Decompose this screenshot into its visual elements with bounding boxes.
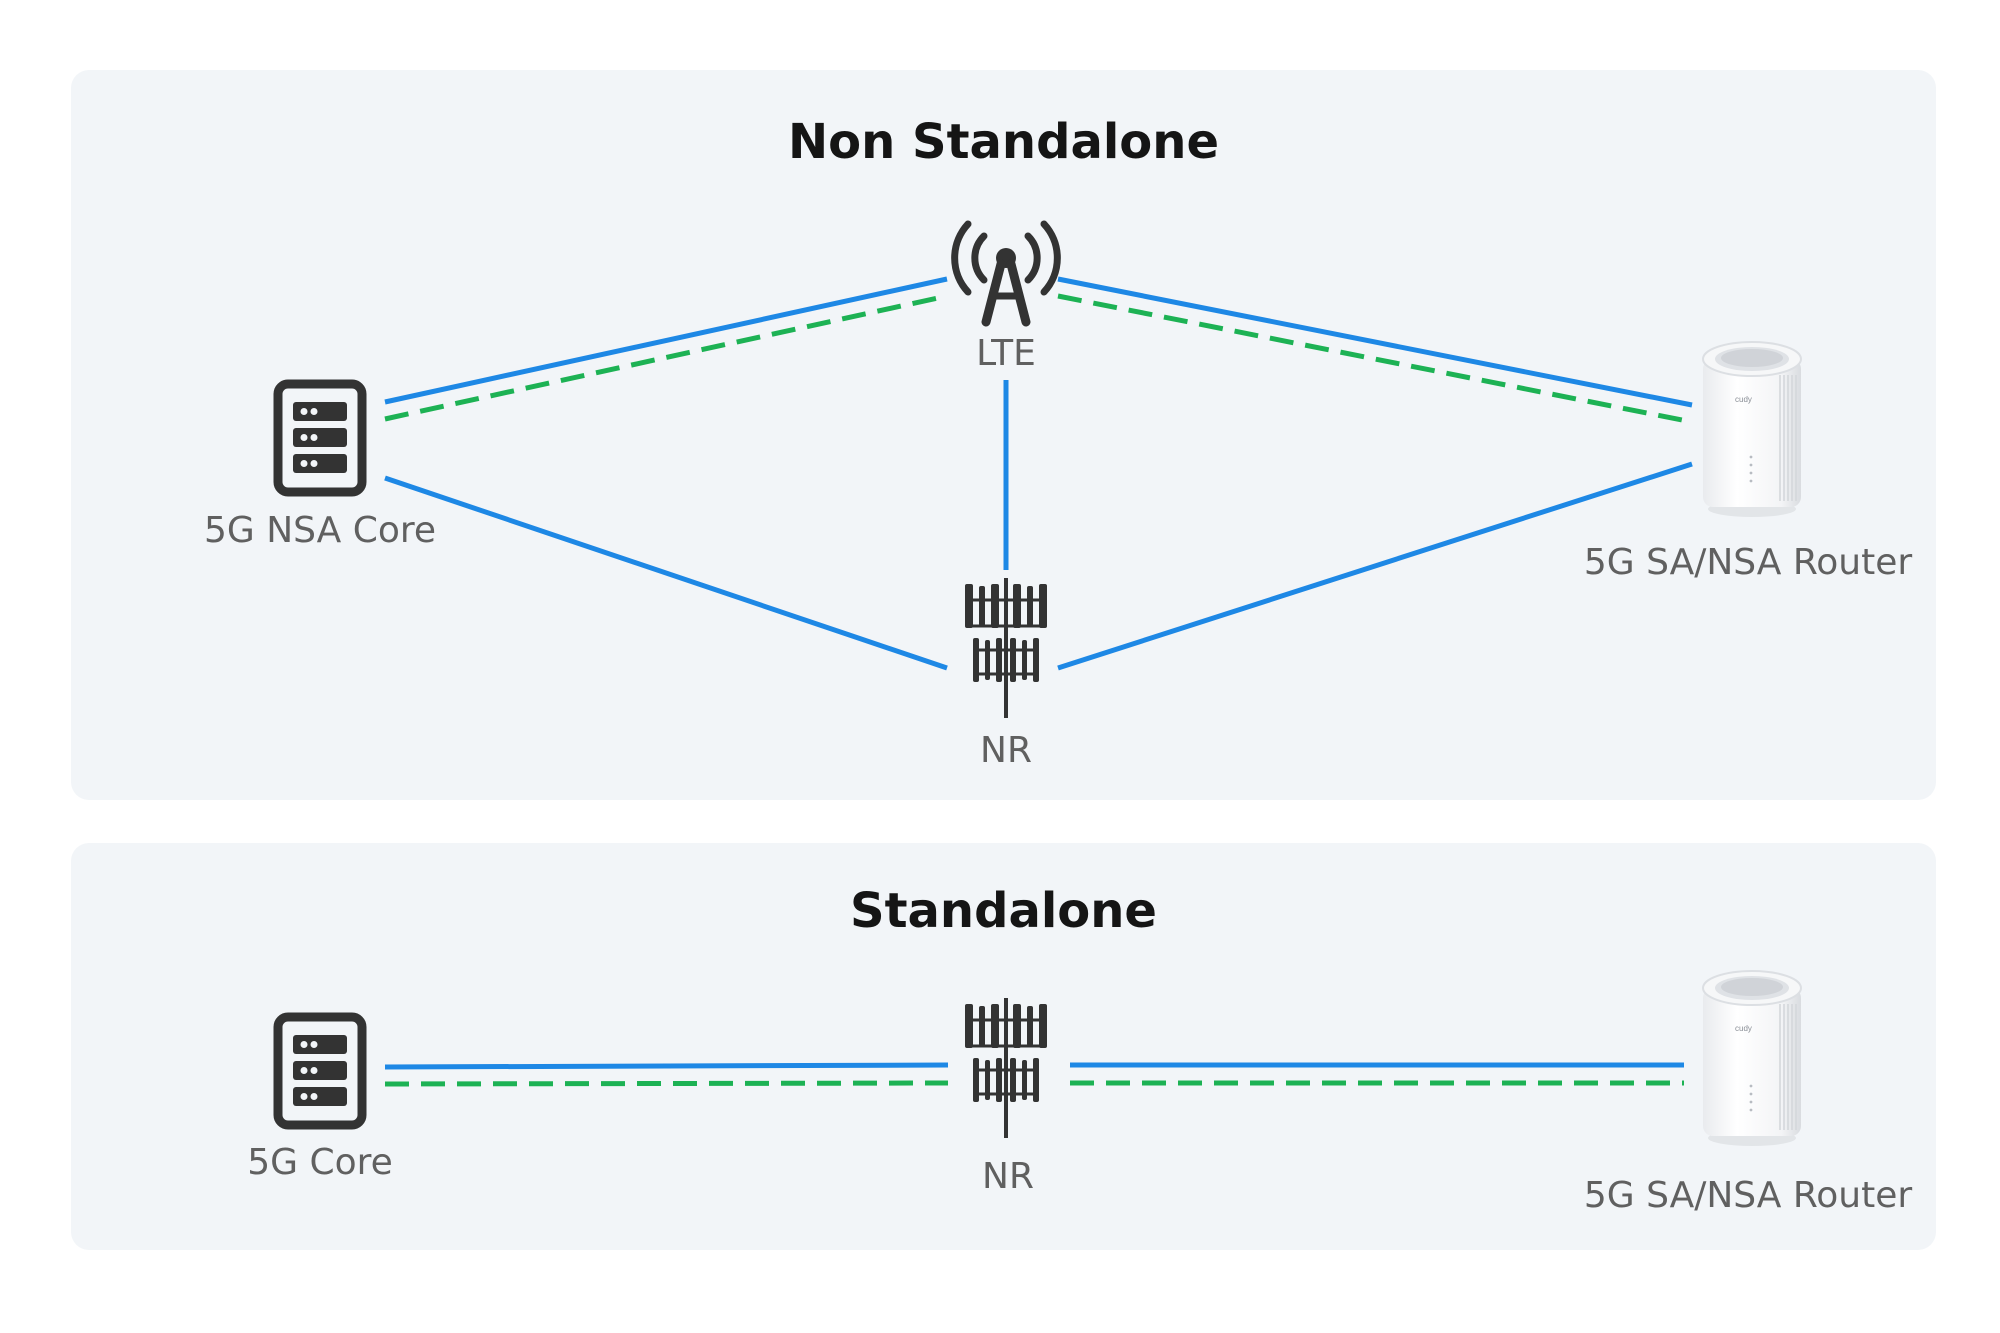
link-lte-router-dashed xyxy=(1057,293,1693,425)
router-brand-logo: cudy xyxy=(1735,1024,1752,1033)
sa-core-server-icon xyxy=(278,1017,362,1125)
nsa-core-label: 5G NSA Core xyxy=(203,510,437,551)
panel-title-standalone: Standalone xyxy=(850,883,1157,939)
panel-title-non-standalone: Non Standalone xyxy=(787,114,1219,170)
nsa-links xyxy=(384,276,1693,671)
standalone-panel: Standalone xyxy=(71,843,1936,1250)
sa-router-label: 5G SA/NSA Router xyxy=(1583,1175,1913,1216)
nsa-nr-antenna-icon xyxy=(963,576,1049,720)
link-sa-core-nr-solid xyxy=(384,1062,949,1070)
nsa-router-device: cudy xyxy=(1702,341,1802,518)
lte-radio-tower-icon xyxy=(951,220,1061,327)
nsa-nr-label: NR xyxy=(980,730,1032,771)
sa-core-label: 5G Core xyxy=(247,1142,393,1183)
link-nr-router xyxy=(1057,461,1693,671)
link-core-lte-dashed xyxy=(384,293,948,422)
sa-nr-label: NR xyxy=(982,1156,1034,1197)
router-brand-logo: cudy xyxy=(1735,395,1752,404)
sa-links xyxy=(384,1062,1684,1087)
sa-nr-antenna-icon xyxy=(963,996,1049,1140)
nsa-core-server-icon xyxy=(278,384,362,492)
nsa-router-label: 5G SA/NSA Router xyxy=(1583,542,1913,583)
sa-router-device: cudy xyxy=(1702,970,1802,1147)
link-core-lte-solid xyxy=(384,276,948,405)
link-sa-core-nr-dashed xyxy=(384,1080,949,1087)
lte-label: LTE xyxy=(976,333,1036,374)
link-core-nr xyxy=(384,475,948,671)
link-lte-router-solid xyxy=(1057,276,1693,408)
